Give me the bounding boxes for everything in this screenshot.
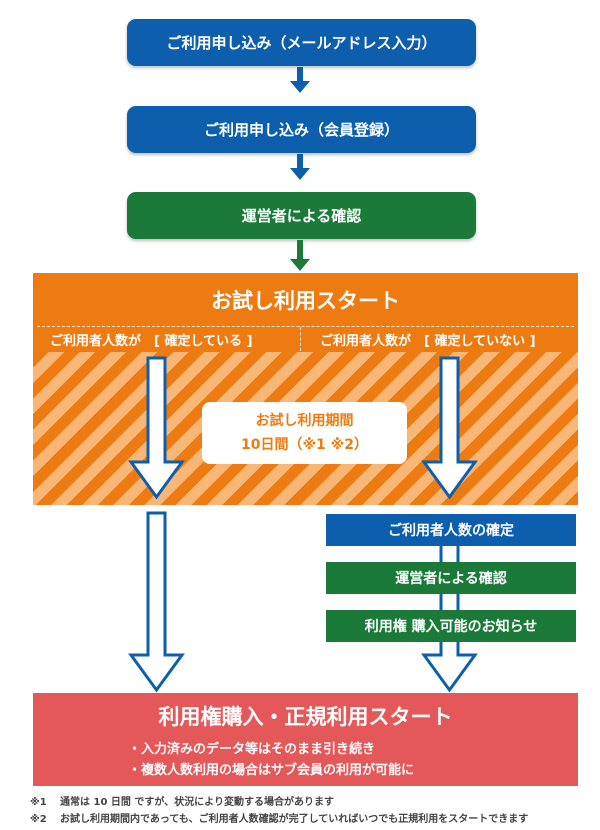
side-step-purchase-notice: 利用権 購入可能のお知らせ xyxy=(326,610,576,642)
step-apply-email: ご利用申し込み（メールアドレス入力） xyxy=(127,19,476,66)
right-upper-arrow xyxy=(421,356,478,500)
trial-panel: お試し利用スタート ご利用者人数が [ 確定している ] ご利用者人数が [ 確… xyxy=(33,273,578,505)
side-step-operator-check-label: 運営者による確認 xyxy=(395,571,507,587)
footnote-2-mark: ※2 xyxy=(30,814,47,825)
final-note-1: ・入力済みのデータ等はそのまま引き続き xyxy=(128,742,376,757)
trial-period-value: 10日間（※1 ※2） xyxy=(240,437,369,453)
footnote-2-text: お試し利用期間内であっても、ご利用者人数確認が完了していればいつでも正規利用をス… xyxy=(60,814,529,825)
panel-divider xyxy=(37,326,574,327)
step-apply-email-label: ご利用申し込み（メールアドレス入力） xyxy=(166,34,437,52)
final-note-2: ・複数人数利用の場合はサブ会員の利用が可能に xyxy=(128,763,415,778)
step-apply-member-label: ご利用申し込み（会員登録） xyxy=(203,121,399,139)
condition-unconfirmed: ご利用者人数が [ 確定していない ] xyxy=(320,334,536,349)
footnote-1-mark: ※1 xyxy=(30,797,47,808)
arrow-1-stem xyxy=(297,67,303,81)
step-operator-check: 運営者による確認 xyxy=(127,192,476,239)
footnote-1: ※1 通常は 10 日間 ですが、状況により変動する場合があります xyxy=(30,793,334,808)
arrow-1-head xyxy=(290,81,310,93)
step-operator-check-label: 運営者による確認 xyxy=(241,207,362,225)
side-step-operator-check: 運営者による確認 xyxy=(326,562,576,594)
trial-period-box: お試し利用期間 10日間（※1 ※2） xyxy=(202,402,407,464)
arrow-2-head xyxy=(290,168,310,180)
trial-period-label: お試し利用期間 xyxy=(255,413,354,429)
final-title: 利用権購入・正規利用スタート xyxy=(158,705,453,729)
panel-vertical-divider xyxy=(300,327,301,351)
side-step-confirm-users-label: ご利用者人数の確定 xyxy=(388,523,514,539)
trial-title: お試し利用スタート xyxy=(211,289,400,313)
step-apply-member: ご利用申し込み（会員登録） xyxy=(127,106,476,153)
condition-confirmed: ご利用者人数が [ 確定している ] xyxy=(50,334,253,349)
arrow-2-stem xyxy=(297,154,303,168)
left-upper-arrow xyxy=(128,356,185,500)
arrow-3-stem xyxy=(297,240,303,259)
final-box: 利用権購入・正規利用スタート ・入力済みのデータ等はそのまま引き続き ・複数人数… xyxy=(33,693,578,786)
footnote-1-text: 通常は 10 日間 ですが、状況により変動する場合があります xyxy=(60,797,334,808)
left-lower-arrow xyxy=(128,511,185,693)
arrow-3-head xyxy=(290,259,310,271)
footnote-2: ※2 お試し利用期間内であっても、ご利用者人数確認が完了していればいつでも正規利用… xyxy=(30,810,528,825)
side-step-purchase-notice-label: 利用権 購入可能のお知らせ xyxy=(364,619,538,635)
side-step-confirm-users: ご利用者人数の確定 xyxy=(326,514,576,546)
